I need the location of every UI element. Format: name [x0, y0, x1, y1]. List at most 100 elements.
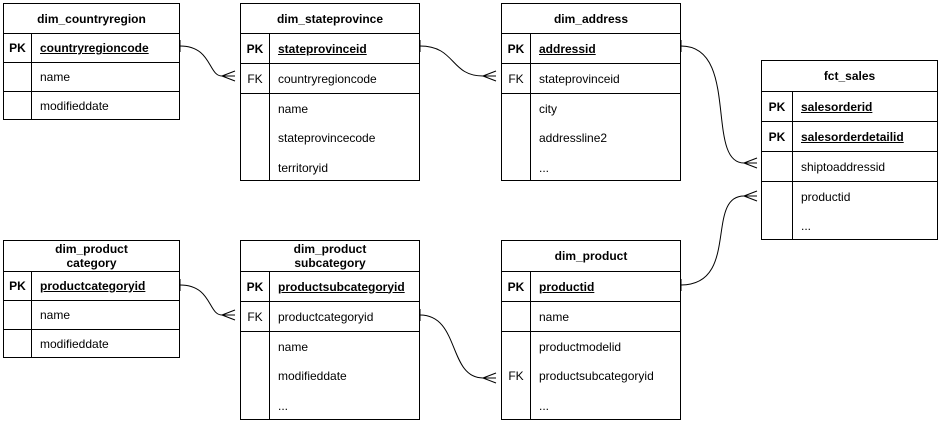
key-column-divider [792, 91, 793, 239]
attribute-name: salesorderid [801, 99, 873, 114]
relationship-line [419, 314, 484, 379]
entity-title-fct_sales: fct_sales [823, 69, 876, 83]
attribute-row[interactable]: modifieddate [4, 329, 179, 358]
attribute-name: name [278, 339, 309, 354]
attribute-row[interactable]: productid [762, 181, 937, 211]
attribute-name: ... [539, 399, 550, 413]
attribute-row[interactable]: ... [502, 391, 680, 421]
attribute-name: name [40, 70, 71, 84]
attribute-name: countryregioncode [278, 71, 377, 86]
attribute-row[interactable]: city [502, 93, 680, 123]
attribute-row[interactable]: name [502, 301, 680, 331]
attribute-row[interactable]: FK countryregioncode [241, 63, 419, 93]
entity-title-dim_stateprovince: dim_stateprovince [276, 11, 384, 26]
crows-foot-many-marker [743, 157, 758, 169]
attribute-name: modifieddate [40, 337, 109, 351]
attribute-row[interactable]: PK addressid [502, 33, 680, 63]
attribute-name: modifieddate [278, 369, 347, 383]
attribute-name: territoryid [278, 161, 329, 175]
attribute-name: modifieddate [40, 99, 109, 113]
attribute-row[interactable]: FK productcategoryid [241, 301, 419, 331]
attribute-row[interactable]: modifieddate [4, 91, 179, 120]
relationship-countryregion-to-stateprovince[interactable] [179, 40, 236, 82]
attribute-row[interactable]: productmodelid [502, 331, 680, 361]
relationship-line [680, 195, 745, 286]
key-column-divider [269, 33, 270, 180]
key-indicator: PK [246, 41, 264, 56]
key-indicator: FK [247, 309, 263, 324]
relationship-line [179, 45, 223, 77]
attribute-row[interactable]: PK salesorderid [762, 91, 937, 121]
attribute-row[interactable]: PK countryregioncode [4, 33, 179, 62]
relationship-line [179, 284, 223, 316]
attribute-name: addressline2 [539, 131, 608, 145]
relationship-address-to-fctsales[interactable] [680, 40, 758, 169]
key-indicator: PK [768, 129, 786, 144]
attribute-name: addressid [539, 41, 596, 56]
key-indicator: PK [507, 41, 525, 56]
attribute-row[interactable]: territoryid [241, 153, 419, 183]
entity-title-dim_productcategory: dim_product category [55, 242, 128, 270]
key-column-divider [31, 271, 32, 357]
attribute-name: shiptoaddressid [801, 159, 886, 174]
relationship-product-to-fctsales[interactable] [680, 190, 758, 291]
entity-title-dim_product: dim_product [554, 249, 628, 263]
attribute-row[interactable]: PK stateprovinceid [241, 33, 419, 63]
attribute-row[interactable]: name [4, 62, 179, 91]
key-indicator: FK [247, 71, 263, 86]
attribute-row[interactable]: ... [762, 211, 937, 241]
entity-title-dim_address: dim_address [553, 11, 629, 26]
attribute-name: salesorderdetailid [801, 129, 904, 144]
attribute-name: ... [278, 399, 289, 413]
attribute-row[interactable]: ... [241, 391, 419, 421]
attribute-row[interactable]: shiptoaddressid [762, 151, 937, 181]
attribute-row[interactable]: name [4, 300, 179, 329]
key-indicator: PK [246, 279, 264, 294]
relationship-productcategory-to-subcategory[interactable] [179, 279, 236, 321]
attribute-row[interactable]: name [241, 93, 419, 123]
crows-foot-many-marker [482, 372, 497, 384]
key-indicator: PK [9, 41, 26, 55]
key-column-divider [31, 33, 32, 119]
attribute-row[interactable]: ... [502, 153, 680, 183]
attribute-row[interactable]: addressline2 [502, 123, 680, 153]
attribute-row[interactable]: stateprovincecode [241, 123, 419, 153]
relationship-line [419, 45, 484, 77]
attribute-name: ... [539, 161, 550, 175]
attribute-row[interactable]: PK salesorderdetailid [762, 121, 937, 151]
attribute-name: productcategoryid [278, 309, 374, 324]
key-indicator: PK [768, 99, 786, 114]
attribute-name: countryregioncode [40, 41, 149, 55]
relationship-subcategory-to-product[interactable] [419, 309, 497, 384]
key-column-divider [530, 33, 531, 180]
crows-foot-many-marker [743, 190, 758, 202]
attribute-name: ... [801, 219, 812, 233]
attribute-name: productcategoryid [40, 279, 146, 293]
attribute-row[interactable]: modifieddate [241, 361, 419, 391]
attribute-name: productmodelid [539, 339, 622, 354]
relationship-line [680, 45, 745, 164]
attribute-name: name [539, 309, 570, 324]
crows-foot-many-marker [221, 309, 236, 321]
attribute-name: stateprovinceid [278, 41, 367, 56]
entity-title-dim_countryregion: dim_countryregion [37, 11, 146, 26]
relationship-stateprovince-to-address[interactable] [419, 40, 497, 82]
attribute-list: PK countryregioncode name modifieddate [4, 33, 179, 119]
attribute-row[interactable]: name [241, 331, 419, 361]
